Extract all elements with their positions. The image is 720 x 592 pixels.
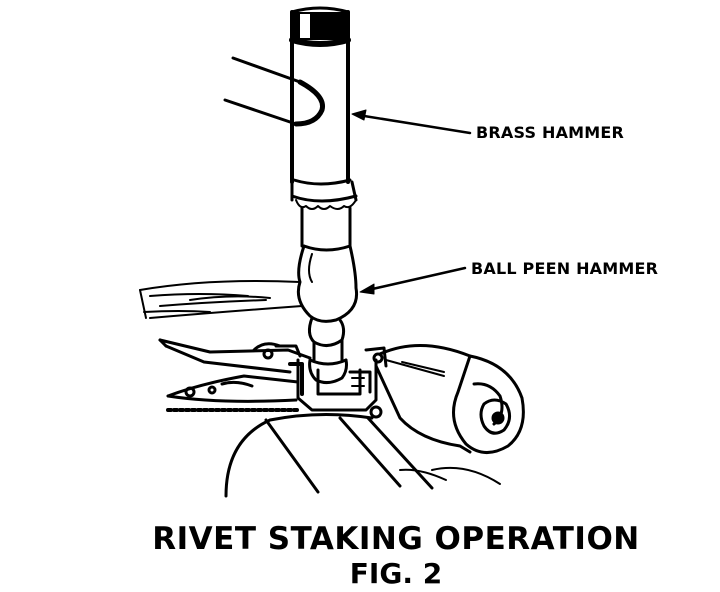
brass-hammer-arrowhead [351, 109, 367, 121]
brass-hammer-label: BRASS HAMMER [476, 123, 625, 142]
linkage-arm [158, 338, 312, 374]
ball-peen-hammer [296, 244, 359, 385]
ball-peen-handle [139, 280, 303, 319]
figure-caption-title: RIVET STAKING OPERATION [152, 521, 640, 557]
figure-caption-number: FIG. 2 [349, 557, 443, 590]
ball-peen-leader [366, 266, 467, 292]
brass-hammer-head [289, 6, 358, 248]
serrated-plate [166, 374, 302, 412]
ball-peen-hammer-label: BALL PEEN HAMMER [471, 259, 659, 278]
drum-support [224, 412, 501, 498]
ball-peen-arrowhead [359, 283, 375, 295]
brass-hammer-handle [223, 56, 326, 127]
callout-arrows [351, 109, 472, 295]
motor-housing [369, 344, 525, 454]
brass-hammer-leader [356, 113, 472, 135]
